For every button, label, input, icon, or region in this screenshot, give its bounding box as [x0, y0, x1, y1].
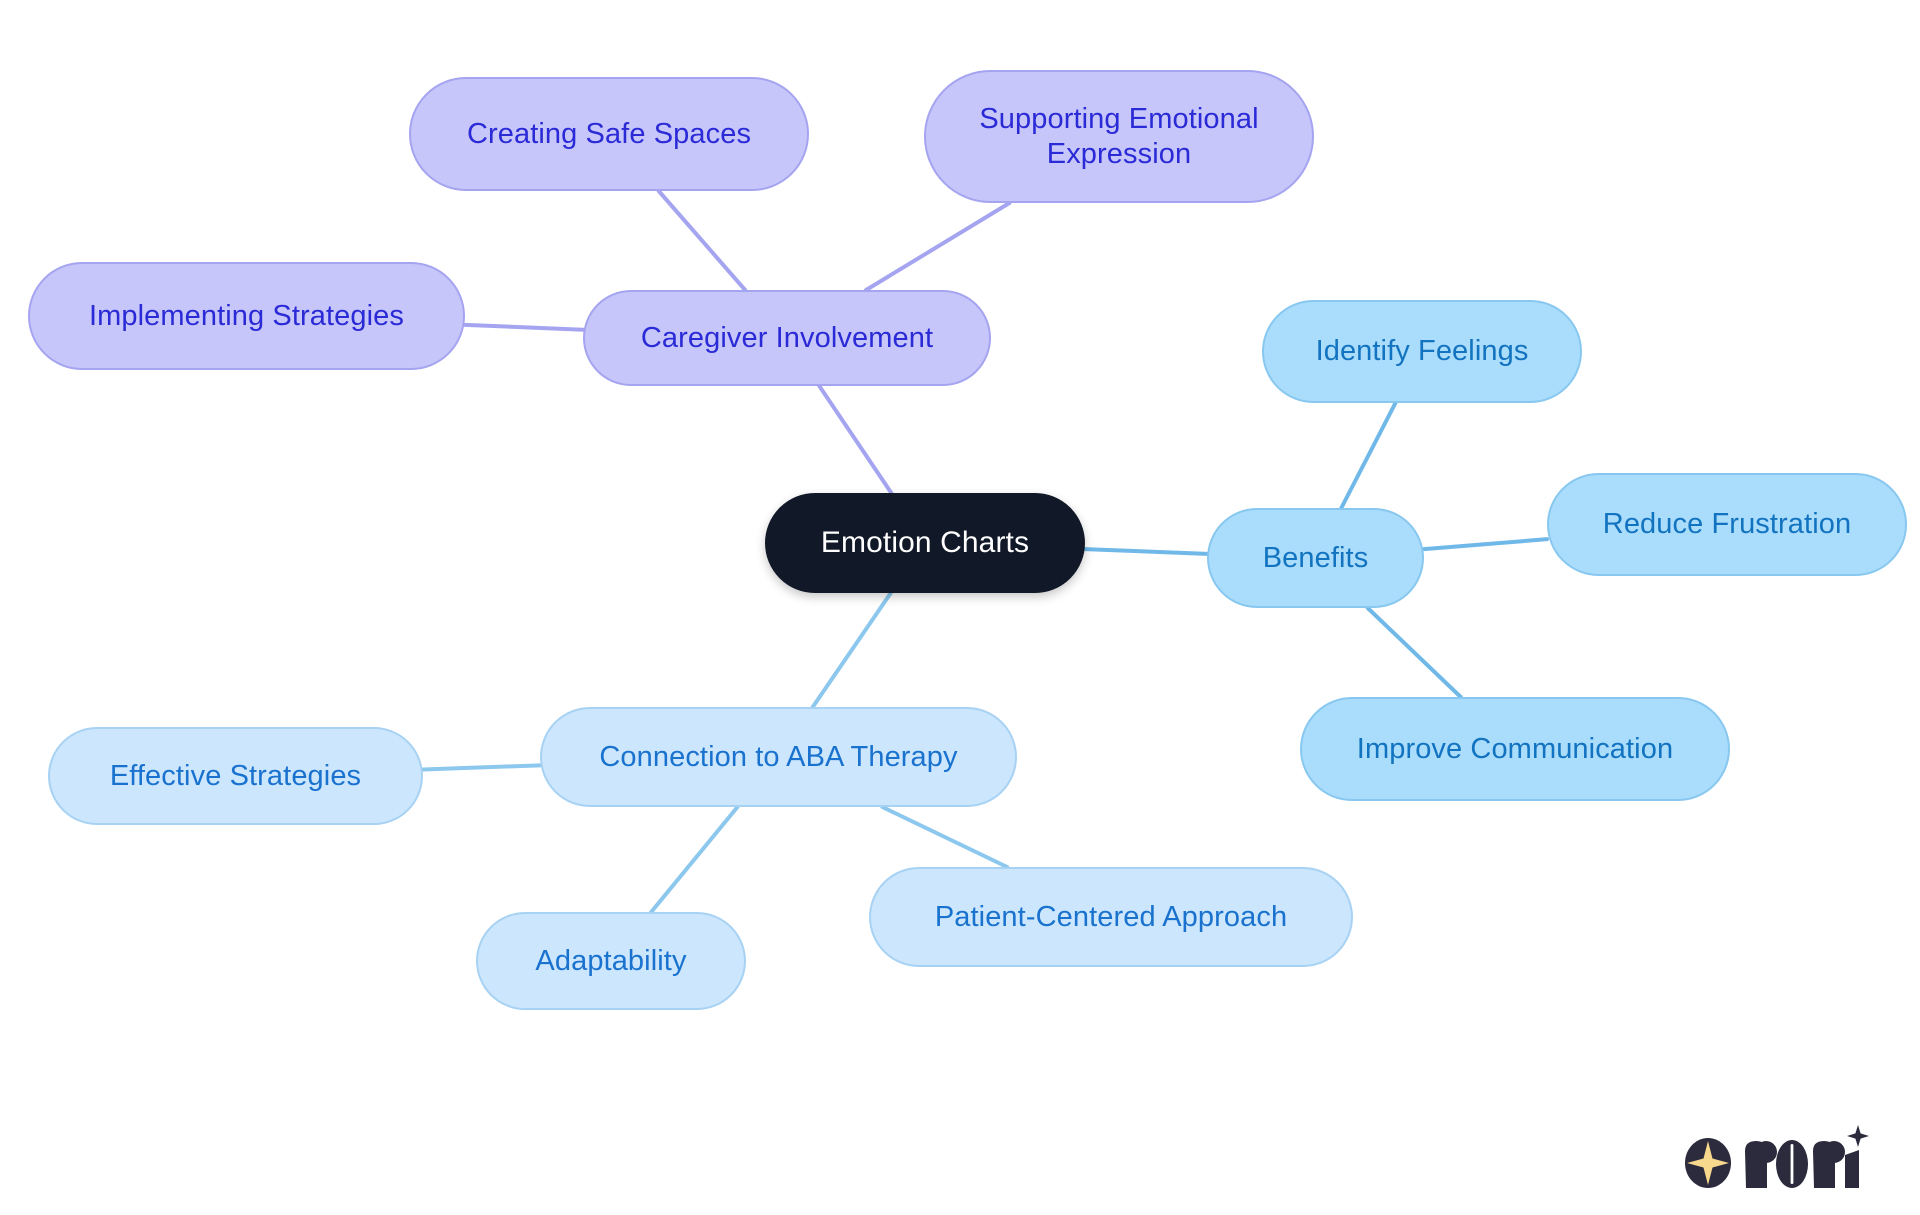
mindmap-node-supporting-emotional-expression[interactable]: Supporting Emotional Expression	[924, 70, 1314, 203]
mindmap-node-implementing-strategies[interactable]: Implementing Strategies	[28, 262, 465, 370]
rori-logo	[1685, 1125, 1869, 1188]
mindmap-node-root[interactable]: Emotion Charts	[765, 493, 1085, 593]
edge-caregiver-to-creating-safe-spaces	[656, 189, 748, 292]
edge-caregiver-to-supporting-emotional-expression	[864, 201, 1012, 292]
mindmap-node-identify-feelings[interactable]: Identify Feelings	[1262, 300, 1582, 403]
edge-benefits-to-identify-feelings	[1339, 401, 1398, 510]
logo-wordmark	[1745, 1125, 1869, 1188]
mindmap-node-reduce-frustration[interactable]: Reduce Frustration	[1547, 473, 1907, 576]
mindmap-node-patient-centered-approach[interactable]: Patient-Centered Approach	[869, 867, 1353, 967]
edge-root-to-benefits	[1083, 547, 1209, 556]
edge-root-to-connection-aba	[810, 591, 893, 709]
edge-connection-aba-to-effective-strategies	[421, 763, 542, 772]
star-icon	[1687, 1141, 1729, 1185]
mindmap-node-adaptability[interactable]: Adaptability	[476, 912, 746, 1010]
edge-connection-aba-to-patient-centered-approach	[880, 805, 1010, 869]
mindmap-node-benefits[interactable]: Benefits	[1207, 508, 1424, 608]
logo-mark	[1685, 1138, 1731, 1188]
edge-caregiver-to-implementing-strategies	[463, 322, 585, 332]
edge-connection-aba-to-adaptability	[649, 805, 740, 914]
mindmap-node-effective-strategies[interactable]: Effective Strategies	[48, 727, 423, 825]
edge-root-to-caregiver	[817, 384, 894, 495]
mindmap-node-improve-communication[interactable]: Improve Communication	[1300, 697, 1730, 801]
sparkle-icon	[1847, 1125, 1869, 1147]
edge-benefits-to-improve-communication	[1365, 606, 1463, 699]
edge-benefits-to-reduce-frustration	[1422, 537, 1549, 552]
mindmap-node-caregiver[interactable]: Caregiver Involvement	[583, 290, 991, 386]
mindmap-node-connection-aba[interactable]: Connection to ABA Therapy	[540, 707, 1017, 807]
mindmap-node-creating-safe-spaces[interactable]: Creating Safe Spaces	[409, 77, 809, 191]
